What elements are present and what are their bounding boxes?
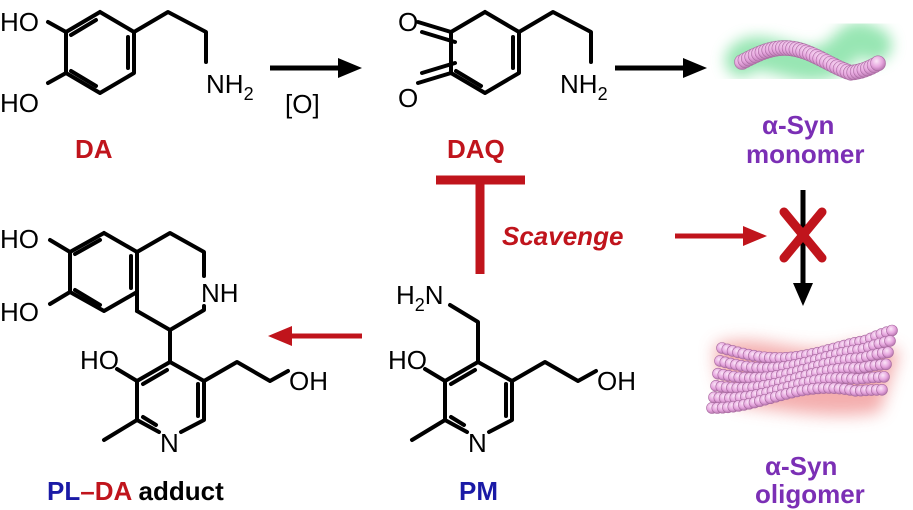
daq-label: DAQ (447, 134, 505, 164)
daq-oxo-bottom: O (398, 83, 418, 113)
arrow-right-icon (615, 58, 707, 78)
syn-monomer-label-line1: α-Syn (762, 110, 834, 140)
pm-amine: H2N (396, 280, 444, 315)
pm-hydroxymethyl: OH (597, 366, 636, 396)
syn-monomer-label-line2: monomer (746, 139, 864, 169)
daq-amine: NH2 (560, 69, 608, 104)
syn-oligomer-label-line2: oligomer (755, 479, 865, 509)
dopamine-structure: HO HO NH2 (0, 7, 254, 118)
syn-oligomer-label-line1: α-Syn (765, 451, 837, 481)
inhibition-t-icon (436, 175, 525, 274)
da-label: DA (75, 134, 113, 164)
da-amine: NH2 (206, 69, 254, 104)
protein-bead (884, 335, 896, 347)
protein-bead (876, 383, 888, 396)
arrow-right-icon (270, 58, 362, 78)
oxidation-label: [O] (285, 89, 320, 119)
da-hydroxyl-bottom: HO (0, 88, 39, 118)
adduct-label: PL–DA adduct (47, 476, 224, 506)
pm-hydroxyl: HO (388, 345, 427, 375)
protein-bead (870, 55, 886, 72)
daq-oxo-top: O (398, 7, 418, 37)
syn-monomer-graphic (725, 21, 892, 81)
adduct-pyridine-nitrogen: N (160, 428, 179, 458)
dopamine-quinone-structure: O O NH2 (398, 7, 608, 113)
adduct-hydroxyl-bottom: HO (0, 297, 39, 327)
arrow-right-icon (675, 226, 767, 246)
adduct-ring-nh: NH (201, 278, 239, 308)
block-x-icon (779, 207, 827, 263)
pm-nitrogen: N (468, 428, 487, 458)
adduct-hydroxyl-top: HO (0, 224, 39, 254)
syn-oligomer-graphic (706, 324, 900, 416)
pm-label: PM (459, 476, 498, 506)
pyridoxamine-structure: H2N HO N OH (388, 280, 636, 458)
protein-bead (880, 358, 892, 371)
scavenge-label: Scavenge (502, 221, 623, 251)
adduct-hydroxymethyl: OH (289, 366, 328, 396)
protein-bead (882, 346, 894, 359)
pl-da-adduct-structure: HO HO NH HO N OH (0, 224, 328, 458)
protein-bead (878, 371, 890, 383)
arrow-left-icon (268, 326, 362, 346)
da-hydroxyl-top: HO (0, 7, 39, 37)
adduct-pyridine-hydroxyl: HO (80, 345, 119, 375)
protein-bead (886, 324, 898, 337)
